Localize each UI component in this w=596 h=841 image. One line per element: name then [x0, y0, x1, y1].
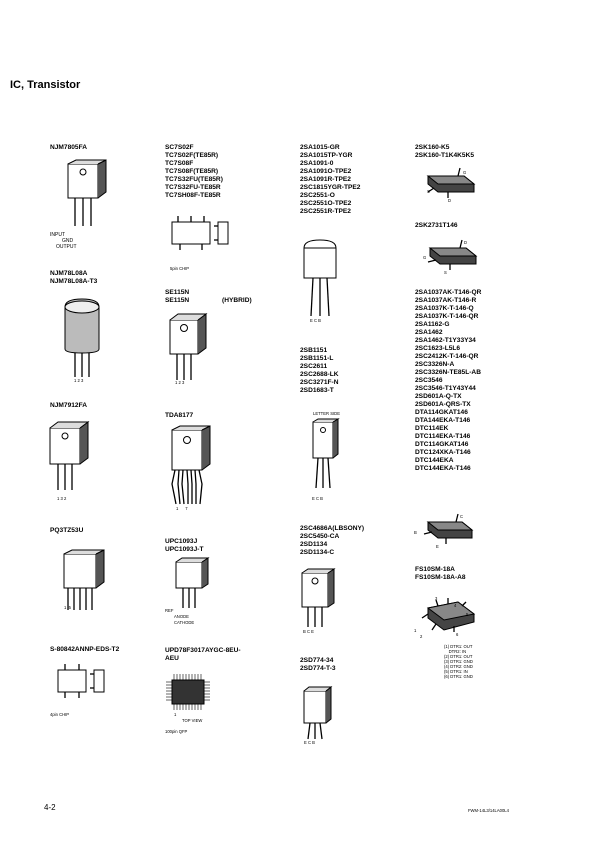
4pin-chip-drawing: [57, 664, 105, 698]
multiwatt-drawing: [171, 425, 211, 505]
part-list-2sk160: 2SK160-K5 2SK160-T1K4K5K5: [415, 144, 475, 159]
pin-function-legend: (1) DTR1: OUT DTR2: IN (2) DTR1: OUT (3)…: [444, 644, 473, 679]
part-list-2sa1015: 2SA1015-GR 2SA1015TP-YGR 2SA1091-0 2SA10…: [300, 144, 361, 215]
upc1093j-drawing: [175, 557, 210, 608]
pin-num-6: 6: [456, 632, 459, 637]
to220-se115n-drawing: [169, 313, 208, 380]
to220-regulator-drawing: [67, 159, 107, 226]
sot23-jfet-drawing: [426, 167, 476, 198]
part-list-s80842: S-80842ANNP-EDS-T2: [50, 646, 120, 653]
pin-label-d: D: [448, 198, 452, 203]
pin-label-s: S: [427, 189, 430, 194]
hybrid-note: (HYBRID): [222, 297, 252, 304]
part-list-tda8177: TDA8177: [165, 412, 194, 419]
to220-neg-regulator-drawing: [49, 421, 90, 490]
package-5pin-chip: 5pin CHIP: [170, 266, 190, 271]
pin-labels-2sc4686a: B C E: [303, 629, 314, 634]
part-list-2sc4686a: 2SC4686A(LBSONY) 2SC5450-CA 2SD1134 2SD1…: [300, 525, 365, 556]
part-list-se115n: SE115N SE115N: [165, 289, 190, 304]
page-number: 4-2: [44, 803, 56, 812]
pin-label-d2: D: [464, 240, 468, 245]
part-list-njm7805: NJM7805FA: [50, 144, 88, 151]
page-title: IC, Transistor: [10, 79, 81, 91]
package-100pin-qfp: 100pin QFP: [165, 729, 188, 734]
part-list-upc1093j: UPC1093J UPC1093J-T: [165, 538, 204, 553]
pin-label-g: G: [463, 170, 467, 175]
package-4pin-chip: 4pin CHIP: [50, 712, 70, 717]
top-view-label: TOP VIEW: [182, 718, 203, 723]
to92-transistor-drawing: [303, 239, 337, 317]
document-code: FWM-14L3/14LA00L4: [468, 808, 509, 813]
pin-numbers-pq3tz53u: 1 5: [64, 605, 71, 610]
pin-labels-2sb1151: E C B: [312, 496, 323, 501]
pin-num-5: 5: [466, 612, 469, 617]
5pin-chip-drawing: [171, 216, 229, 250]
pin-label-e: E: [436, 544, 439, 549]
letter-side-label: LETTER SIDE: [313, 411, 340, 416]
sot23-mosfet-drawing: [427, 239, 478, 270]
pin-numbers-njm7912fa: 1 3 2: [57, 496, 67, 501]
part-list-2sb1151: 2SB1151 2SB1151-L 2SC2611 2SC2688-LK 2SC…: [300, 347, 339, 394]
pin-label-input: INPUT: [50, 232, 65, 238]
pin-labels-2sd774: E C B: [304, 740, 315, 745]
pin-num-4: 4: [454, 603, 457, 608]
pin-label-gnd: GND: [62, 238, 74, 244]
part-list-fs10sm: FS10SM-18A FS10SM-18A-A8: [415, 566, 466, 581]
part-list-2sk2731: 2SK2731T146: [415, 222, 458, 229]
pin-numbers-tda8177: 1 7: [176, 506, 188, 511]
pin-label-ref: REF: [165, 608, 174, 613]
pin-label-c: C: [460, 514, 464, 519]
pin-label-b: B: [414, 530, 417, 535]
part-list-smd-transistors: 2SA1037AK-T146-QR 2SA1037AK-T146-R 2SA10…: [415, 289, 482, 472]
to92-regulator-drawing: [64, 298, 100, 377]
pin-label-anode: ANODE: [174, 614, 189, 619]
pin-num-3: 3: [435, 596, 438, 601]
pin-numbers-se115n: 1 2 3: [175, 380, 185, 385]
pin-labels-2sa1015: E C B: [310, 318, 321, 323]
part-list-njm78l08a: NJM78L08A NJM78L08A-T3: [50, 270, 98, 285]
part-list-njm7912fa: NJM7912FA: [50, 402, 88, 409]
part-list-upd78f3017: UPD78F3017AYGC-8EU- AEU: [165, 647, 241, 662]
pin-label-cathode: CATHODE: [174, 620, 195, 625]
to220-transistor-drawing: [301, 568, 336, 627]
pin-num-2: 2: [420, 634, 423, 639]
pin-num-1: 1: [414, 628, 417, 633]
pin-label-s2: S: [444, 270, 447, 275]
pin-numbers-njm78l08a: 1 2 3: [74, 378, 84, 383]
sot23-bjt-drawing: [423, 513, 474, 544]
part-list-pq3tz53u: PQ3TZ53U: [50, 527, 84, 534]
6pin-smd-drawing: [421, 598, 476, 632]
qfp100-drawing: [166, 674, 210, 710]
part-list-tc7s: SC7S02F TC7S02F(TE85R) TC7S08F TC7S08F(T…: [165, 144, 223, 199]
to220-5pin-drawing: [63, 549, 105, 610]
pin-label-g2: G: [423, 255, 427, 260]
pin1-marker: 1: [174, 712, 177, 717]
to126-transistor-drawing: [312, 418, 340, 489]
pin-label-output: OUTPUT: [56, 244, 77, 250]
part-list-2sd774: 2SD774-34 2SD774-T-3: [300, 657, 336, 672]
to126-2sd774-drawing: [303, 685, 333, 740]
